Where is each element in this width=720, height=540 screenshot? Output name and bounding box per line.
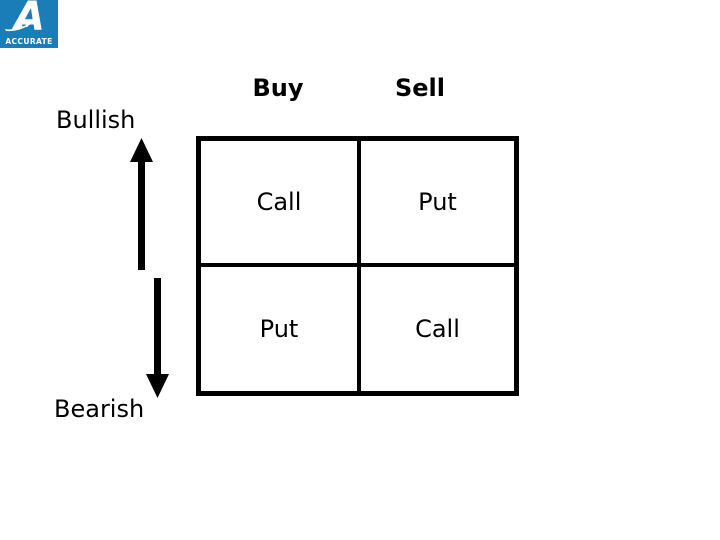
matrix-cell-bearish-sell: Call [359, 265, 514, 391]
matrix-cell-label: Call [256, 188, 302, 216]
matrix-cell-bullish-buy: Call [201, 141, 359, 265]
matrix-cell-bullish-sell: Put [359, 141, 514, 265]
matrix-cell-label: Call [415, 315, 460, 343]
logo-letter-a: A [14, 0, 45, 40]
matrix-cell-bearish-buy: Put [201, 265, 359, 391]
matrix-cell-label: Put [259, 315, 299, 343]
axis-label-bearish: Bearish [54, 395, 145, 423]
accurate-logo: A ACCURATE [0, 0, 58, 48]
axis-label-bullish: Bullish [56, 106, 136, 134]
matrix-cell-label: Put [418, 188, 457, 216]
arrow-up-icon [130, 138, 153, 270]
strategy-matrix: Call Put Put Call [196, 136, 519, 396]
arrow-down-icon [146, 278, 169, 398]
logo-wordmark: ACCURATE [5, 37, 53, 46]
column-header-sell: Sell [394, 74, 445, 102]
column-header-buy: Buy [252, 74, 304, 102]
